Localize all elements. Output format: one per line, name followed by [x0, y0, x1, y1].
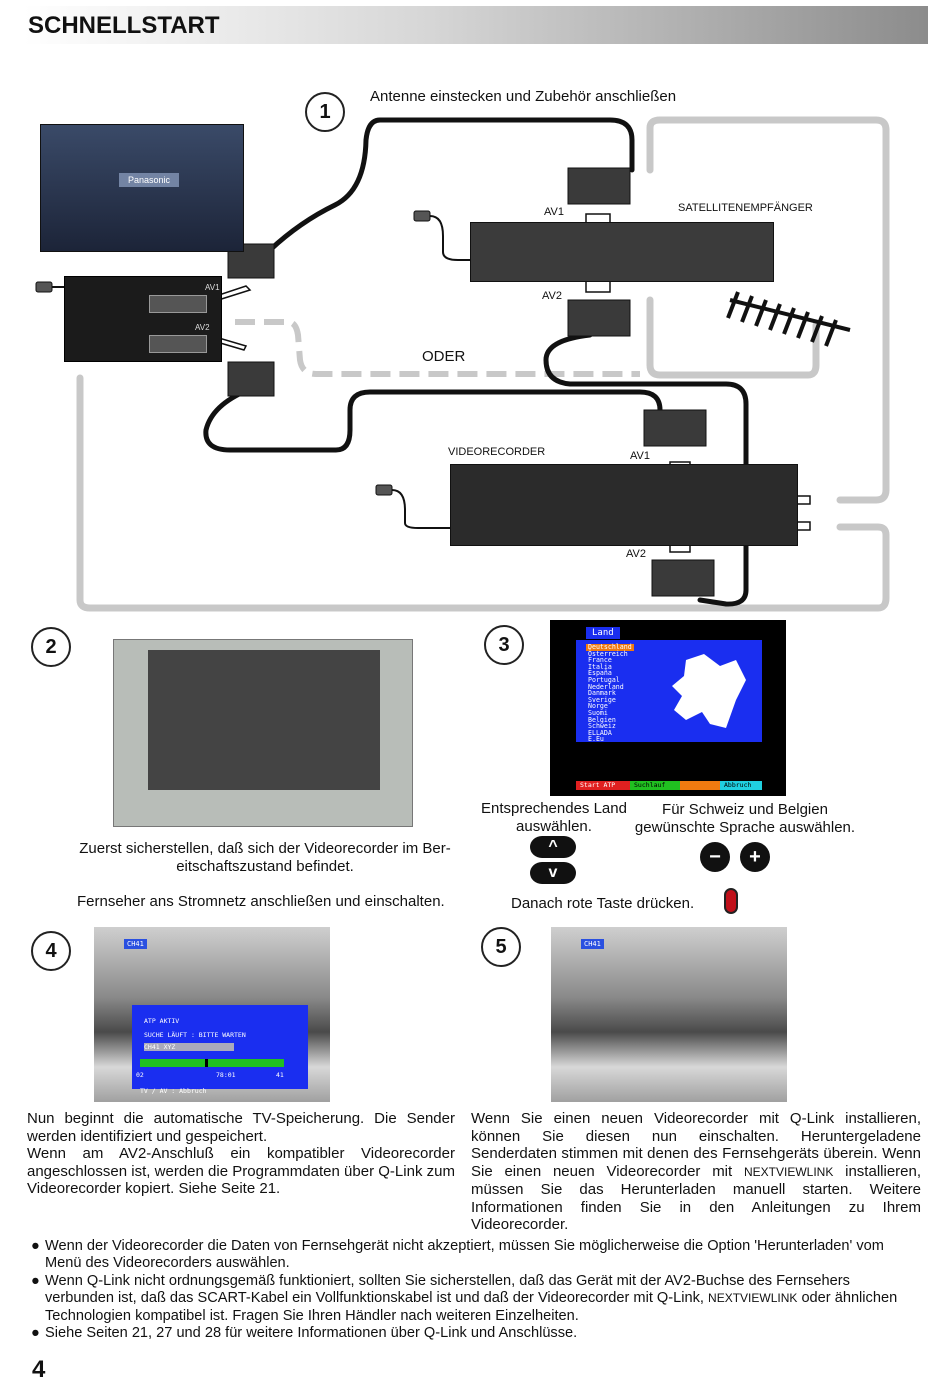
step-1-instruction: Antenne einstecken und Zubehör anschließ…	[370, 88, 677, 105]
step-5-text: Wenn Sie einen neuen Videorecorder mit Q…	[471, 1110, 922, 1233]
search-button[interactable]: Suchlauf	[630, 781, 680, 790]
chevron-down-icon: v	[548, 864, 558, 881]
tv-av1-label: AV1	[205, 283, 220, 292]
minus-button[interactable]: −	[700, 842, 730, 872]
plus-icon: +	[749, 846, 761, 868]
atp-left-value: 02	[136, 1071, 144, 1079]
tv-rear-image: Panasonic	[40, 124, 244, 252]
vcr-image	[450, 464, 798, 546]
orange-button[interactable]	[680, 781, 720, 790]
channel-badge: CH41	[124, 939, 147, 949]
step-3-red-text: Danach rote Taste drücken.	[511, 895, 695, 912]
tv-screen	[148, 650, 380, 790]
chevron-up-icon: ^	[548, 838, 558, 855]
step-1-badge: 1	[305, 92, 345, 132]
plus-button[interactable]: +	[740, 842, 770, 872]
note-item: ●Wenn der Videorecorder die Daten von Fe…	[31, 1238, 884, 1272]
tv-av1-socket	[149, 295, 207, 313]
channel-badge: CH41	[581, 939, 604, 949]
channel-screen: CH41	[551, 927, 787, 1102]
atp-progress-bar	[140, 1059, 284, 1067]
start-atp-button[interactable]: Start ATP	[576, 781, 630, 790]
note-item: ●Wenn Q-Link nicht ordnungsgemäß funktio…	[31, 1272, 898, 1324]
red-button-icon[interactable]	[724, 888, 738, 914]
atp-title: ATP AKTIV	[144, 1017, 180, 1025]
atp-time: 78:01	[216, 1071, 236, 1079]
tv-av2-socket	[149, 335, 207, 353]
step-2-text-1: Zuerst sicherstellen, daß sich der Video…	[79, 840, 451, 875]
sat-av1-label: AV1	[544, 206, 564, 218]
europe-map-icon	[672, 654, 746, 728]
country-item[interactable]: España	[588, 669, 612, 678]
country-item[interactable]: Norge	[588, 702, 608, 711]
minus-icon: −	[709, 846, 721, 868]
vcr-label: VIDEORECORDER	[448, 446, 546, 458]
tv-brand: Panasonic	[119, 173, 179, 187]
step-3-badge: 3	[484, 625, 524, 665]
atp-progress-marker	[204, 1059, 208, 1067]
step-4-text: Nun beginnt die automatische TV-Speicher…	[27, 1110, 455, 1197]
country-item[interactable]: Danmark	[588, 689, 616, 698]
oder-label: ODER	[422, 348, 466, 365]
country-item[interactable]: France	[588, 656, 612, 665]
atp-screen: CH41 ATP AKTIV SUCHE LÄUFT : BITTE WARTE…	[94, 927, 330, 1102]
sat-av2-label: AV2	[542, 290, 562, 302]
country-item[interactable]: Portugal	[588, 675, 620, 684]
country-item[interactable]: Suomi	[588, 708, 608, 717]
satellite-receiver-image	[470, 222, 774, 282]
note-item: ●Siehe Seiten 21, 27 und 28 für weitere …	[31, 1325, 578, 1342]
step-5-badge: 5	[481, 927, 521, 967]
country-item[interactable]: Deutschland	[586, 644, 634, 651]
country-item[interactable]: Nederland	[588, 682, 624, 691]
country-item[interactable]: Österreich	[588, 649, 628, 658]
step-2-badge: 2	[31, 627, 71, 667]
abort-button[interactable]: Abbruch	[720, 781, 762, 790]
menu-panel	[576, 640, 762, 742]
menu-tab-land: Land	[586, 627, 620, 639]
step-2-text-2: Fernseher ans Stromnetz anschließen und …	[77, 893, 445, 910]
atp-channel: CH41 XYZ	[144, 1043, 234, 1051]
country-item[interactable]: Schweiz	[588, 722, 616, 731]
down-button[interactable]: v	[530, 862, 576, 884]
page-number: 4	[32, 1356, 46, 1383]
page-header: SCHNELLSTART	[24, 6, 928, 44]
atp-footer: TV / AV : Abbruch	[140, 1087, 207, 1095]
notes-list: ●Wenn der Videorecorder die Daten von Fe…	[31, 1238, 921, 1342]
atp-dialog: ATP AKTIV SUCHE LÄUFT : BITTE WARTEN CH4…	[132, 1005, 308, 1095]
atp-search-status: SUCHE LÄUFT : BITTE WARTEN	[144, 1031, 246, 1039]
page-title: SCHNELLSTART	[28, 12, 220, 39]
country-item[interactable]: E.Eu	[588, 735, 604, 744]
vcr-av2-label: AV2	[626, 548, 646, 560]
country-item[interactable]: ELLADA	[588, 728, 612, 737]
atp-right-value: 41	[276, 1071, 284, 1079]
step-4-badge: 4	[31, 931, 71, 971]
tv-av2-label: AV2	[195, 323, 210, 332]
satellite-receiver-label: SATELLITENEMPFÄNGER	[678, 202, 813, 214]
country-item[interactable]: Belgien	[588, 715, 616, 724]
country-item[interactable]: Italia	[588, 662, 612, 671]
tv-front-image	[113, 639, 413, 827]
tv-connector-panel: AV1 AV2	[64, 276, 222, 362]
up-button[interactable]: ^	[530, 836, 576, 858]
vcr-av1-label: AV1	[630, 450, 650, 462]
country-item[interactable]: Sverige	[588, 695, 616, 704]
